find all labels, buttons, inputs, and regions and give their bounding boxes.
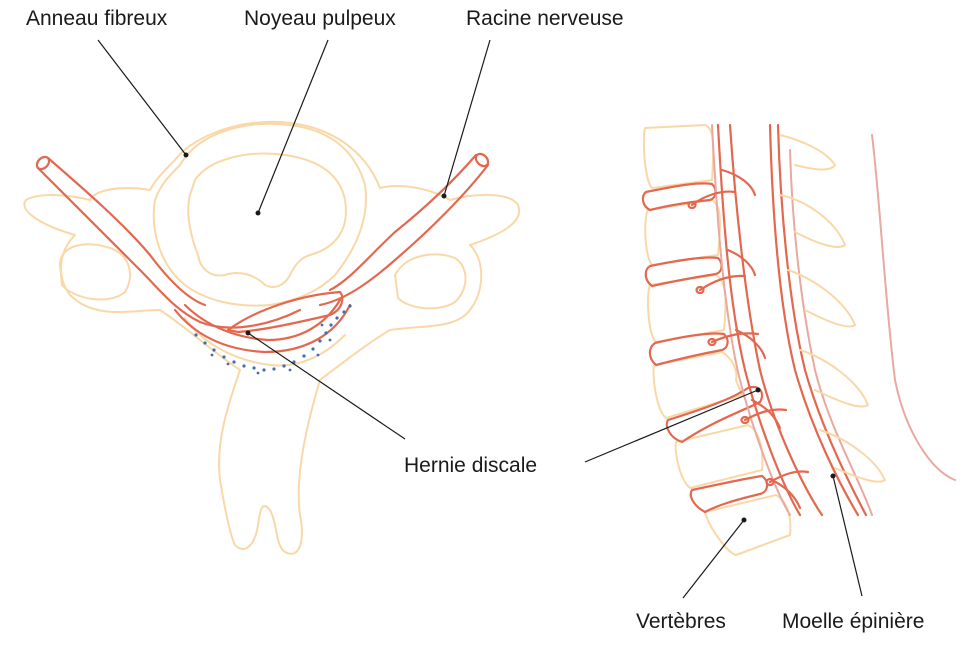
spinous-process-1 [780, 135, 835, 170]
disc-3 [650, 333, 728, 365]
label-moelle-epiniere: Moelle épinière [782, 611, 924, 632]
label-noyeau-pulpeux: Noyeau pulpeux [244, 8, 396, 29]
leader-noyeau-pulpeux [258, 40, 328, 213]
label-anneau-fibreux: Anneau fibreux [26, 8, 167, 29]
spinous-process-3 [788, 270, 855, 327]
left-nerve-root [38, 168, 300, 328]
leader-moelle-epiniere [833, 476, 862, 596]
sagittal-spine-view [643, 125, 955, 555]
leader-hernie-right [585, 390, 758, 462]
axial-vertebra-view [24, 122, 519, 554]
label-vertebres: Vertèbres [636, 611, 726, 632]
leader-lines [98, 40, 862, 598]
vertebra-body-2 [645, 200, 720, 265]
spinous-process-4 [800, 350, 868, 407]
vertebra-body-6 [705, 495, 790, 555]
disc-2 [646, 257, 722, 286]
left-root-end [35, 155, 52, 172]
annulus-outline [154, 124, 366, 306]
label-hernie-discale: Hernie discale [404, 455, 537, 476]
posterior-skin-line [872, 135, 955, 480]
leader-anneau-fibreux [98, 40, 186, 155]
left-foramen [60, 244, 130, 299]
dura-anterior [718, 125, 800, 515]
leader-hernie-left [248, 333, 405, 439]
right-nerve-root-inner [330, 155, 476, 290]
label-racine-nerveuse: Racine nerveuse [466, 8, 624, 29]
nucleus-outline [188, 154, 346, 287]
spinous-process-2 [780, 195, 845, 247]
dura-posterior [790, 150, 872, 515]
vertebra-body-1 [644, 125, 713, 188]
spinal-cord-line [730, 125, 822, 515]
right-foramen [395, 254, 466, 308]
spinal-cord-line-2 [770, 125, 858, 515]
